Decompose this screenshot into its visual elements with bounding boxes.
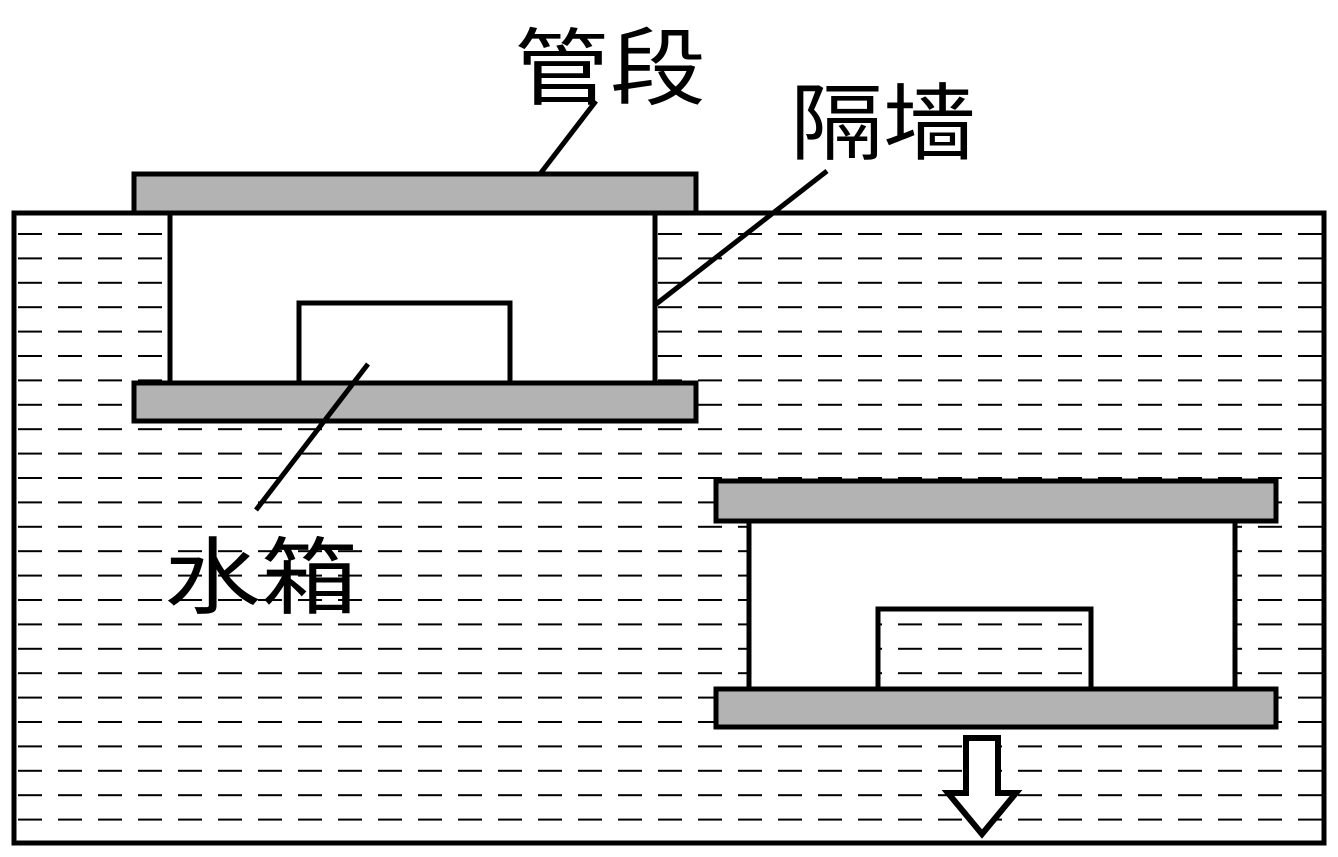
- water-tank-label: 水箱: [164, 529, 358, 627]
- lower-water-tank: [875, 606, 1094, 692]
- partition-wall-leader: [653, 169, 829, 307]
- upper-top-plate: [131, 171, 699, 216]
- partition-wall-label: 隔墙: [790, 75, 976, 173]
- lower-bottom-plate: [713, 686, 1279, 730]
- lower-tube-segment: [713, 478, 1279, 730]
- water-tank-leader: [254, 362, 370, 512]
- upper-water-tank: [296, 300, 513, 386]
- pipe-segment-label: 管段: [514, 20, 706, 118]
- pipe-segment-leader: [538, 99, 598, 176]
- upper-tube-segment: [131, 171, 699, 424]
- down-arrow-icon: [941, 735, 1023, 839]
- upper-bottom-plate: [131, 380, 699, 424]
- lower-top-plate: [713, 478, 1279, 524]
